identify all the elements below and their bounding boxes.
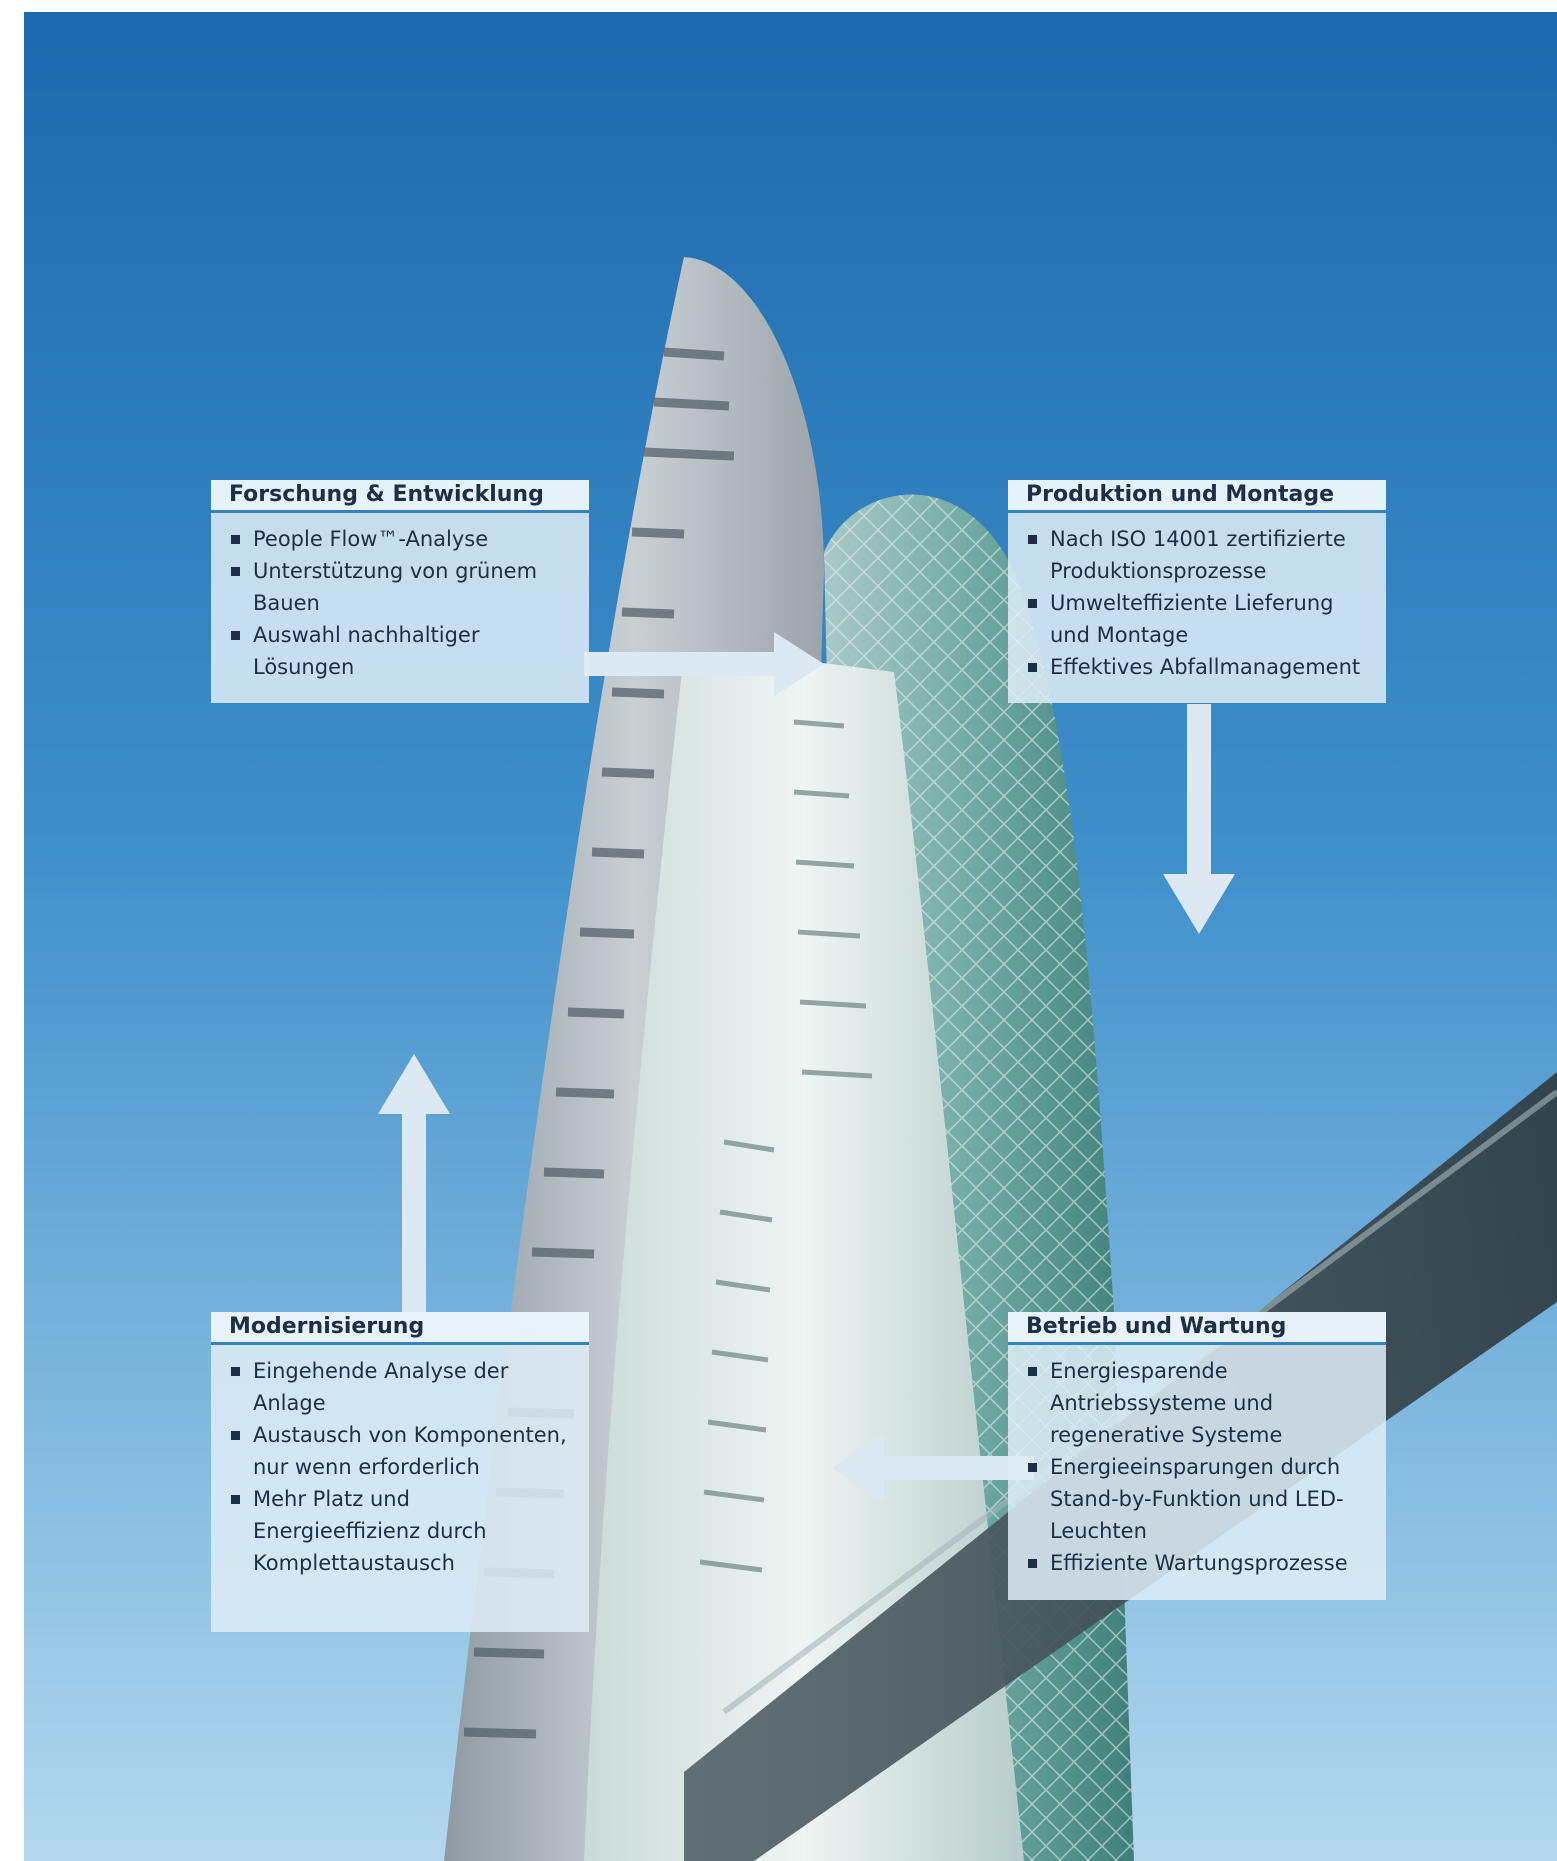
box-operation-maintenance: Betrieb und Wartung Energiesparende Antr… <box>1008 1312 1386 1600</box>
list-item: Unterstützung von grünem Bauen <box>231 555 575 619</box>
list-item: Effiziente Wartungsprozesse <box>1028 1547 1372 1579</box>
list-item: Eingehende Analyse der Anlage <box>231 1355 575 1419</box>
list-item: Auswahl nachhaltiger Lösungen <box>231 619 575 683</box>
list-item: Effektives Abfallmanagement <box>1028 651 1372 683</box>
box-title: Betrieb und Wartung <box>1008 1312 1386 1345</box>
list-item: Nach ISO 14001 zertifizierte Produktions… <box>1028 523 1372 587</box>
box-title: Modernisierung <box>211 1312 589 1345</box>
box-title: Produktion und Montage <box>1008 480 1386 513</box>
box-production-assembly: Produktion und Montage Nach ISO 14001 ze… <box>1008 480 1386 703</box>
list-item: Mehr Platz und Energieeffizienz durch Ko… <box>231 1483 575 1579</box>
flow-arrows <box>378 632 1235 1502</box>
list-item: Austausch von Komponenten, nur wenn erfo… <box>231 1419 575 1483</box>
item-list: People Flow™-Analyse Unterstützung von g… <box>211 513 589 695</box>
item-list: Eingehende Analyse der Anlage Austausch … <box>211 1345 589 1591</box>
list-item: Umwelteffiziente Lieferung und Montage <box>1028 587 1372 651</box>
list-item: People Flow™-Analyse <box>231 523 575 555</box>
list-item: Energieeinsparungen durch Stand-by-Funkt… <box>1028 1451 1372 1547</box>
item-list: Energiesparende Antriebssysteme und rege… <box>1008 1345 1386 1591</box>
item-list: Nach ISO 14001 zertifizierte Produktions… <box>1008 513 1386 695</box>
box-research-development: Forschung & Entwicklung People Flow™-Ana… <box>211 480 589 703</box>
box-modernization: Modernisierung Eingehende Analyse der An… <box>211 1312 589 1632</box>
box-title: Forschung & Entwicklung <box>211 480 589 513</box>
list-item: Energiesparende Antriebssysteme und rege… <box>1028 1355 1372 1451</box>
